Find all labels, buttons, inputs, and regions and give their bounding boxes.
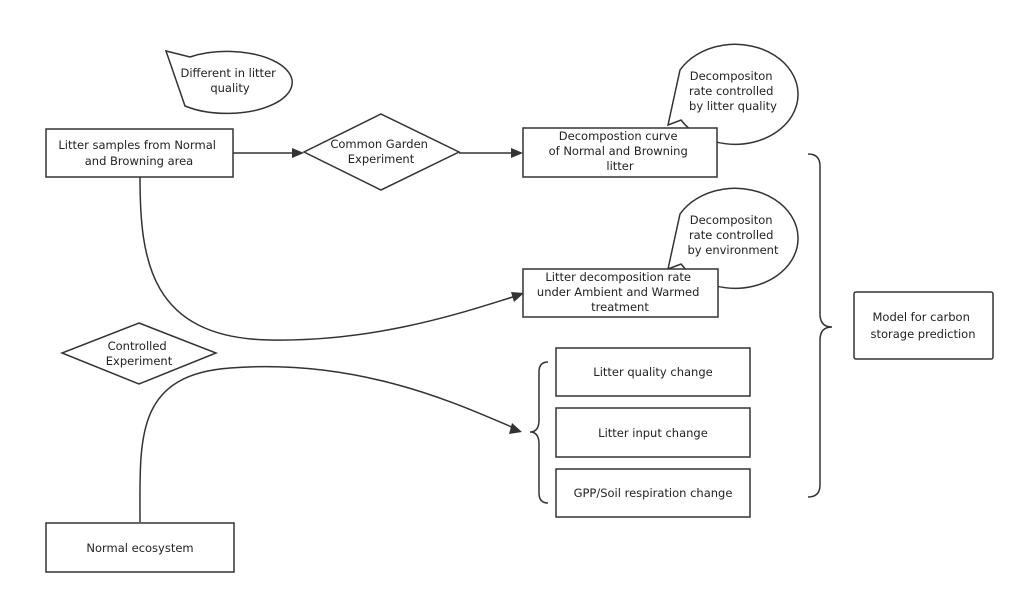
callouts: Different in litter quality Decompositon… (164, 43, 799, 290)
box-label: Decompostion curve of Normal and Brownin… (549, 129, 692, 173)
box-label: Litter quality change (593, 365, 712, 379)
right-curly-brace (807, 153, 833, 498)
diamond-label: Controlled Experiment (106, 339, 173, 368)
callout-text: Decompositon rate controlled by litter q… (689, 69, 777, 113)
box-model-carbon-storage: Model for carbon storage prediction (853, 291, 994, 360)
diamond-label: Common Garden Experiment (330, 137, 431, 166)
box-label: Normal ecosystem (86, 541, 193, 555)
callout-rate-by-litter-quality: Decompositon rate controlled by litter q… (666, 43, 799, 146)
callout-text: Different in litter quality (180, 66, 279, 95)
diamond-controlled: Controlled Experiment (59, 322, 219, 385)
diamond-common-garden: Common Garden Experiment (302, 113, 461, 191)
arrowhead (511, 148, 523, 158)
process-boxes: Litter samples from Normal and Browning … (45, 127, 994, 573)
braces (529, 153, 833, 504)
callout-litter-quality-difference: Different in litter quality (164, 49, 293, 115)
box-label: Model for carbon storage prediction (870, 310, 975, 341)
box-gpp-soil-respiration-change: GPP/Soil respiration change (555, 468, 751, 518)
arrowhead (511, 292, 524, 302)
box-label: GPP/Soil respiration change (574, 486, 733, 500)
box-decomposition-rate: Litter decomposition rate under Ambient … (522, 268, 719, 318)
box-litter-samples: Litter samples from Normal and Browning … (45, 128, 234, 178)
decision-diamonds: Common Garden Experiment Controlled Expe… (59, 113, 461, 385)
arrowhead (509, 423, 522, 434)
callout-rate-by-environment: Decompositon rate controlled by environm… (666, 187, 799, 290)
box-label: Litter input change (598, 426, 708, 440)
box-label: Litter samples from Normal and Browning … (58, 138, 219, 168)
box-normal-ecosystem: Normal ecosystem (45, 522, 235, 573)
callout-text: Decompositon rate controlled by environm… (687, 213, 778, 257)
box-litter-input-change: Litter input change (555, 407, 751, 458)
arrowhead (292, 148, 304, 158)
box-label: Litter decomposition rate under Ambient … (537, 270, 703, 314)
arrow-samples-to-decomposition-rate (139, 176, 517, 341)
arrow-ecosystem-to-changes (139, 365, 515, 523)
box-litter-quality-change: Litter quality change (555, 347, 751, 397)
left-curly-brace (529, 361, 549, 504)
connectors (139, 148, 524, 523)
box-decomposition-curve: Decompostion curve of Normal and Brownin… (522, 127, 718, 178)
